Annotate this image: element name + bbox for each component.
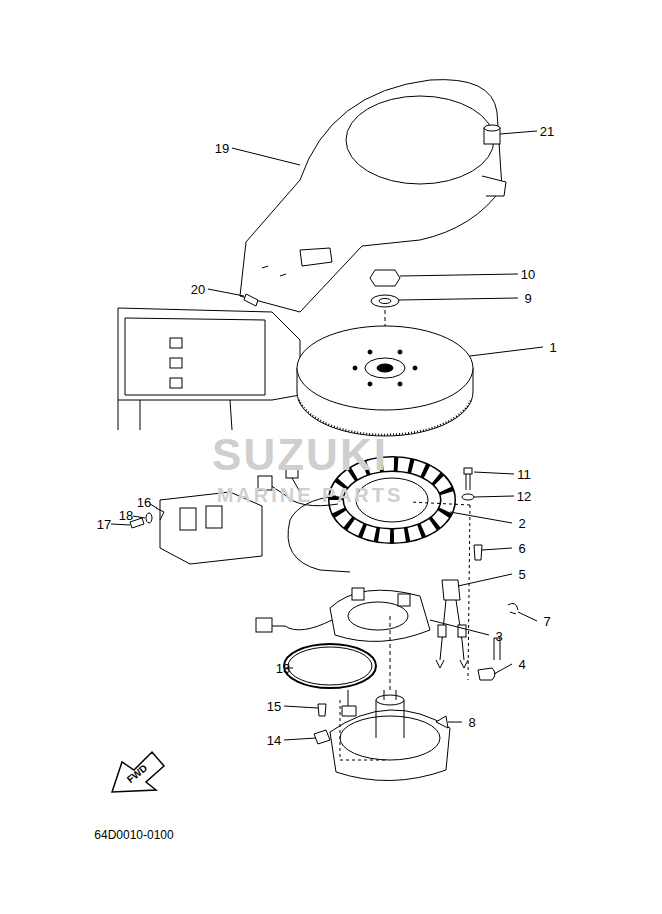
callout-number: 17 xyxy=(97,518,111,531)
callout-number: 1 xyxy=(549,341,556,354)
callout-number: 15 xyxy=(267,700,281,713)
callout-number: 18 xyxy=(119,509,133,522)
callout-number: 20 xyxy=(191,283,205,296)
callout-number: 4 xyxy=(518,658,525,671)
callout-number: 7 xyxy=(543,615,550,628)
callout-number: 2 xyxy=(518,517,525,530)
callout-number: 9 xyxy=(524,292,531,305)
callout-number: 3 xyxy=(495,630,502,643)
watermark: SUZUKI xyxy=(212,433,388,477)
callout-number: 5 xyxy=(518,568,525,581)
callout-number: 14 xyxy=(267,734,281,747)
drawing-code: 64D0010-0100 xyxy=(94,829,173,841)
callout-number: 10 xyxy=(521,268,535,281)
callout-number: 13 xyxy=(276,662,290,675)
callout-number: 19 xyxy=(215,142,229,155)
callout-number: 11 xyxy=(517,468,531,481)
callout-number: 21 xyxy=(540,125,554,138)
watermark: MARINE PARTS xyxy=(217,485,404,505)
callout-number: 8 xyxy=(468,716,475,729)
callout-number: 6 xyxy=(518,542,525,555)
callout-number: 16 xyxy=(137,496,151,509)
callout-number: 12 xyxy=(517,490,531,503)
